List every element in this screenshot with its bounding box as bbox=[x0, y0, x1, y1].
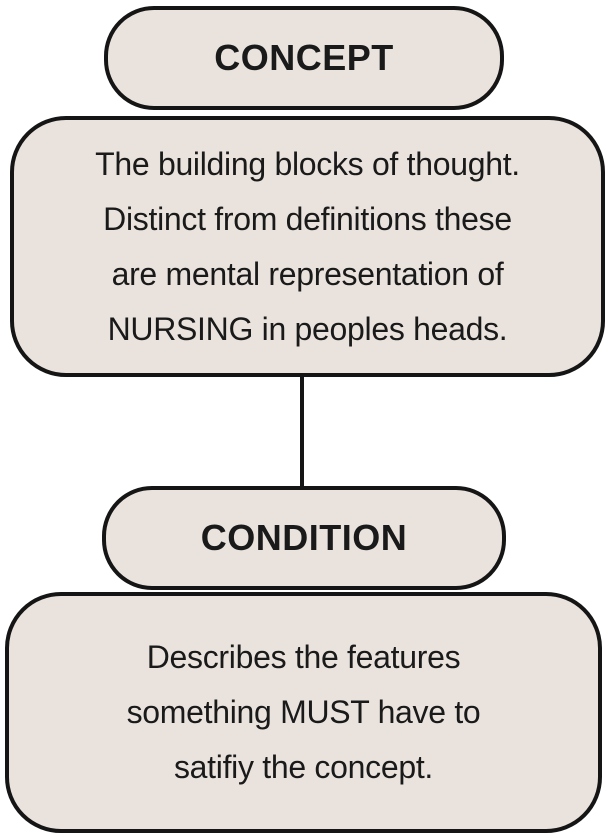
concept-text-line: NURSING in peoples heads. bbox=[107, 310, 508, 347]
condition-title: CONDITION bbox=[200, 517, 408, 558]
condition-text-line: something MUST have to bbox=[126, 694, 481, 730]
condition-text-line: satifiy the concept. bbox=[173, 749, 434, 785]
concept-description-box: The building blocks of thought. Distinct… bbox=[10, 116, 605, 377]
concept-title: CONCEPT bbox=[214, 37, 394, 78]
concept-text-line: Distinct from definitions these bbox=[103, 200, 512, 237]
condition-header-pill: CONDITION bbox=[102, 486, 506, 590]
connector-line bbox=[300, 377, 304, 488]
concept-text-line: The building blocks of thought. bbox=[95, 145, 520, 182]
condition-description-box: Describes the features something MUST ha… bbox=[5, 592, 602, 833]
concept-header-pill: CONCEPT bbox=[104, 6, 504, 110]
concept-text-line: are mental representation of bbox=[111, 255, 504, 292]
condition-text-line: Describes the features bbox=[146, 639, 461, 675]
